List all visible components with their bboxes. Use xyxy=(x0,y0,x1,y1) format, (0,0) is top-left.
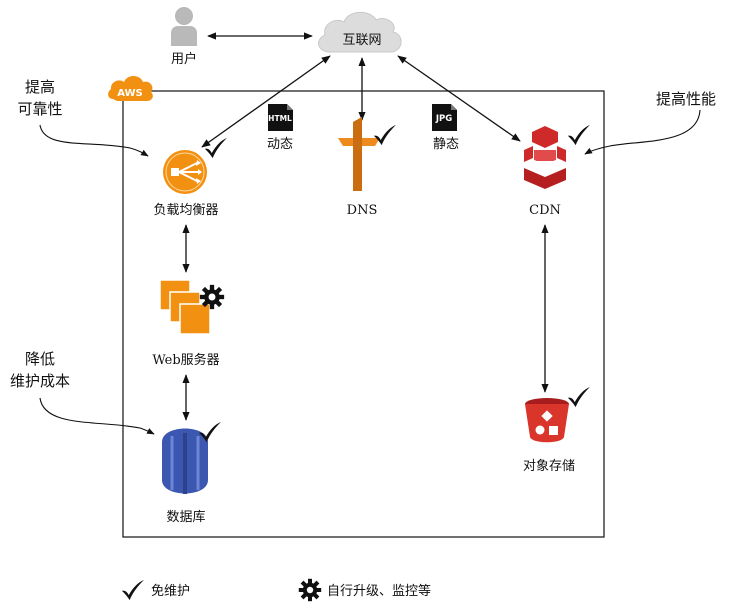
web-servers-label: Web服务器 xyxy=(152,352,219,368)
s3-maintenance-free-check-icon xyxy=(568,386,590,408)
cdn-maintenance-free-check-icon xyxy=(568,124,590,146)
html-icon-text: HTML xyxy=(268,114,292,123)
dynamic-label: 动态 xyxy=(267,137,293,152)
reliability-note-line1: 提高 xyxy=(25,78,55,96)
aws-cloud-icon: AWS xyxy=(108,76,153,101)
arrow-internet-lb xyxy=(201,55,331,148)
aws-badge-label: AWS xyxy=(117,88,143,99)
lb-maintenance-free-check-icon xyxy=(205,137,227,159)
jpg-icon-text: JPG xyxy=(435,114,452,124)
html-file-icon: HTML xyxy=(268,104,293,131)
dns-label: DNS xyxy=(347,203,378,218)
reliability-pointer xyxy=(39,124,149,157)
reliability-note-line2: 可靠性 xyxy=(17,100,62,118)
legend-gear-icon xyxy=(298,578,322,602)
database-icon xyxy=(162,428,208,494)
cost-note-line2: 维护成本 xyxy=(10,372,70,390)
web-auto-upgrade-gear-icon xyxy=(199,284,225,310)
cost-note-line1: 降低 xyxy=(25,350,55,368)
object-storage-label: 对象存储 xyxy=(523,459,575,474)
internet-label: 互联网 xyxy=(342,33,381,48)
performance-pointer xyxy=(584,109,701,155)
load-balancer-icon xyxy=(163,150,207,194)
load-balancer-label: 负载均衡器 xyxy=(153,203,218,218)
jpg-file-icon: JPG xyxy=(432,104,457,131)
database-label: 数据库 xyxy=(166,509,205,525)
cost-pointer xyxy=(39,397,155,435)
dns-icon xyxy=(338,117,380,191)
user-icon xyxy=(171,7,197,46)
legend-auto-upgrade: 自行升级、监控等 xyxy=(327,583,431,599)
cdn-icon xyxy=(524,126,566,189)
performance-note: 提高性能 xyxy=(656,90,716,108)
cdn-label: CDN xyxy=(529,203,561,218)
web-servers-icon xyxy=(159,279,211,335)
object-storage-icon xyxy=(525,398,569,443)
legend-check-icon xyxy=(122,579,144,601)
static-label: 静态 xyxy=(433,137,459,152)
legend-maintenance-free: 免维护 xyxy=(151,584,190,599)
internet-cloud-icon xyxy=(318,11,402,53)
user-label: 用户 xyxy=(171,51,197,67)
arrow-internet-cdn xyxy=(397,55,521,142)
